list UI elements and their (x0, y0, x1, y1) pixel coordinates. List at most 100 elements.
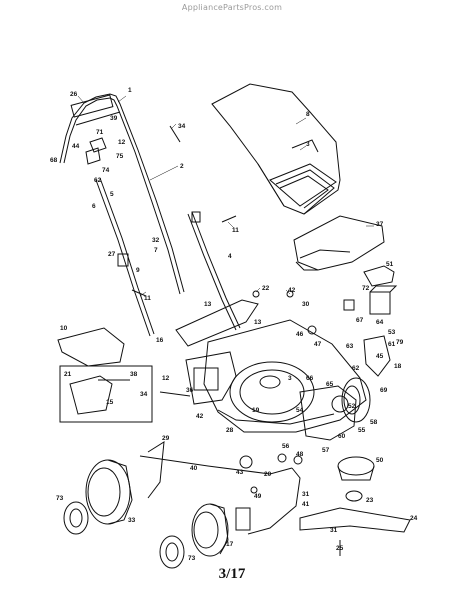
callout-61: 61 (388, 341, 396, 348)
callout-73: 73 (56, 495, 64, 502)
callout-11b: 11 (144, 295, 151, 302)
callout-34b: 34 (140, 391, 148, 398)
callout-6: 6 (92, 203, 96, 210)
callout-11: 11 (232, 227, 239, 234)
callout-68: 68 (50, 157, 58, 164)
callout-3: 3 (306, 141, 310, 148)
battery-72 (369, 285, 398, 315)
leader-lines (77, 95, 374, 297)
callout-36: 36 (186, 387, 194, 394)
callout-56: 56 (282, 443, 290, 450)
inset-box (59, 365, 153, 423)
callout-12b: 12 (162, 375, 170, 382)
rear-wheel-right (341, 377, 371, 423)
callout-49: 49 (254, 493, 262, 500)
callout-53: 53 (388, 329, 396, 336)
callout-18: 18 (394, 363, 402, 370)
callout-45: 45 (376, 353, 384, 360)
callout-60: 60 (338, 433, 346, 440)
callout-75: 75 (116, 153, 124, 160)
callout-42b: 42 (196, 413, 204, 420)
fasteners (131, 125, 355, 556)
callout-57: 57 (322, 447, 330, 454)
bag-frame (269, 163, 337, 207)
front-adjuster (235, 467, 301, 535)
callout-26: 26 (70, 91, 78, 98)
callout-4: 4 (228, 253, 232, 260)
engine-block (185, 351, 237, 405)
callout-48: 48 (296, 451, 304, 458)
callout-64: 64 (376, 319, 384, 326)
callout-23: 23 (366, 497, 374, 504)
callout-5: 5 (110, 191, 114, 198)
mower-deck (203, 319, 367, 433)
callout-47: 47 (314, 341, 322, 348)
callout-17: 17 (226, 541, 234, 548)
callout-15: 15 (106, 399, 114, 406)
callout-40: 40 (190, 465, 198, 472)
callout-43: 43 (236, 469, 244, 476)
callout-33: 33 (128, 517, 136, 524)
callout-12: 12 (118, 139, 126, 146)
callout-28: 28 (226, 427, 234, 434)
watermark: AppliancePartsPros.com (181, 3, 283, 12)
callout-13b: 13 (254, 319, 262, 326)
callout-41: 41 (302, 501, 310, 508)
callout-7: 7 (154, 247, 158, 254)
upper-handle (59, 93, 185, 295)
bracket-53 (363, 335, 391, 377)
callout-29: 29 (162, 435, 170, 442)
lower-handle (95, 177, 241, 337)
callout-62: 62 (94, 177, 102, 184)
rear-axle (139, 455, 293, 475)
callout-65: 65 (326, 381, 334, 388)
callout-3b: 3 (288, 375, 292, 382)
callout-38: 38 (130, 371, 138, 378)
callout-79: 79 (396, 339, 404, 346)
callout-21: 21 (64, 371, 72, 378)
callout-1: 1 (128, 87, 132, 94)
callout-16: 16 (156, 337, 164, 344)
callout-8: 8 (306, 111, 310, 118)
callout-37: 37 (376, 221, 384, 228)
callout-25: 25 (336, 545, 344, 552)
callout-24: 24 (410, 515, 418, 522)
callout-46: 46 (296, 331, 304, 338)
callout-19: 19 (252, 407, 260, 414)
callout-72: 72 (362, 285, 370, 292)
callout-52: 52 (348, 403, 356, 410)
callout-66: 66 (306, 375, 314, 382)
callout-2: 2 (180, 163, 184, 170)
callout-55: 55 (358, 427, 366, 434)
callout-10: 10 (60, 325, 68, 332)
callout-13: 13 (204, 301, 212, 308)
hub-cap-bottom (159, 535, 185, 569)
callout-labels: 26 1 39 71 12 44 75 68 74 62 5 6 34 2 8 … (50, 87, 418, 562)
callout-42: 42 (288, 287, 296, 294)
callout-74: 74 (102, 167, 110, 174)
callout-20: 20 (264, 471, 272, 478)
callout-69: 69 (380, 387, 388, 394)
cap-51 (363, 265, 395, 287)
blade-mount (345, 490, 363, 502)
callout-32: 32 (152, 237, 160, 244)
rear-panel (175, 299, 259, 347)
callout-44: 44 (72, 143, 80, 150)
callout-31: 31 (302, 491, 310, 498)
callout-50: 50 (376, 457, 384, 464)
callout-22: 22 (262, 285, 270, 292)
callout-51: 51 (386, 261, 394, 268)
callout-71: 71 (96, 129, 104, 136)
blade-adapter (337, 456, 375, 481)
height-adjuster (147, 441, 165, 499)
hub-cap-left (63, 501, 89, 535)
callout-62b: 62 (352, 365, 360, 372)
callout-27: 27 (108, 251, 116, 258)
front-wheel (191, 503, 229, 557)
callout-34: 34 (178, 123, 186, 130)
transmission (299, 385, 357, 441)
page-number: 3/17 (218, 566, 246, 582)
callout-9: 9 (136, 267, 140, 274)
grass-bag (211, 83, 341, 215)
